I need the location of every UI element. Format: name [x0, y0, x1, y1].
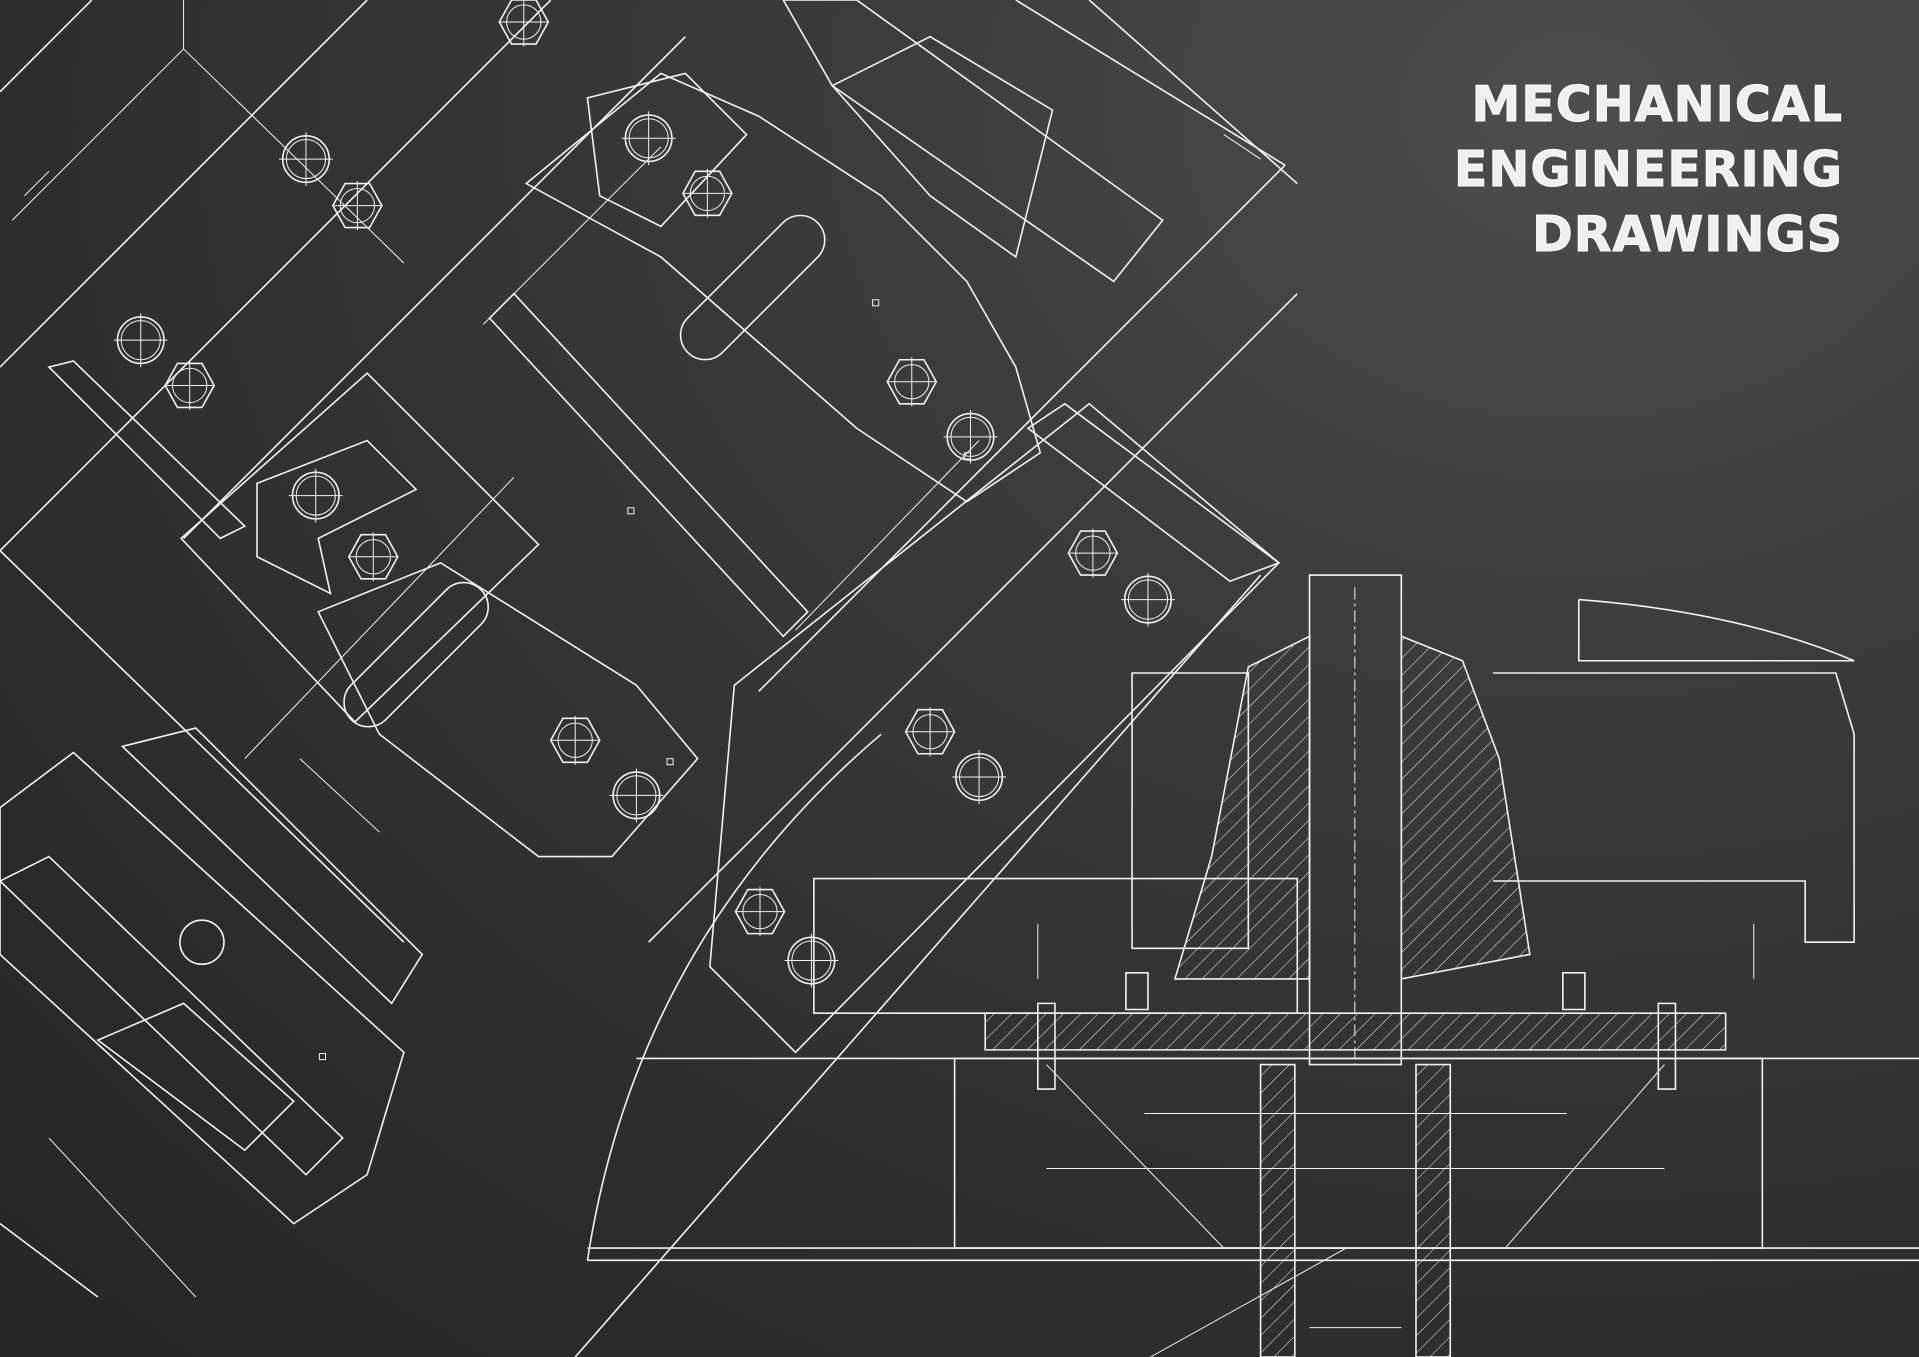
arc-guides — [575, 575, 1346, 1357]
page-title: MECHANICAL ENGINEERING DRAWINGS — [1453, 72, 1843, 267]
title-line-2: ENGINEERING — [1453, 141, 1843, 199]
title-line-1: MECHANICAL — [1471, 76, 1843, 134]
title-line-3: DRAWINGS — [1532, 206, 1843, 264]
section-view — [587, 575, 1919, 1357]
lower-left-assembly — [0, 551, 422, 1297]
diagonal-assembly — [0, 0, 1297, 1052]
